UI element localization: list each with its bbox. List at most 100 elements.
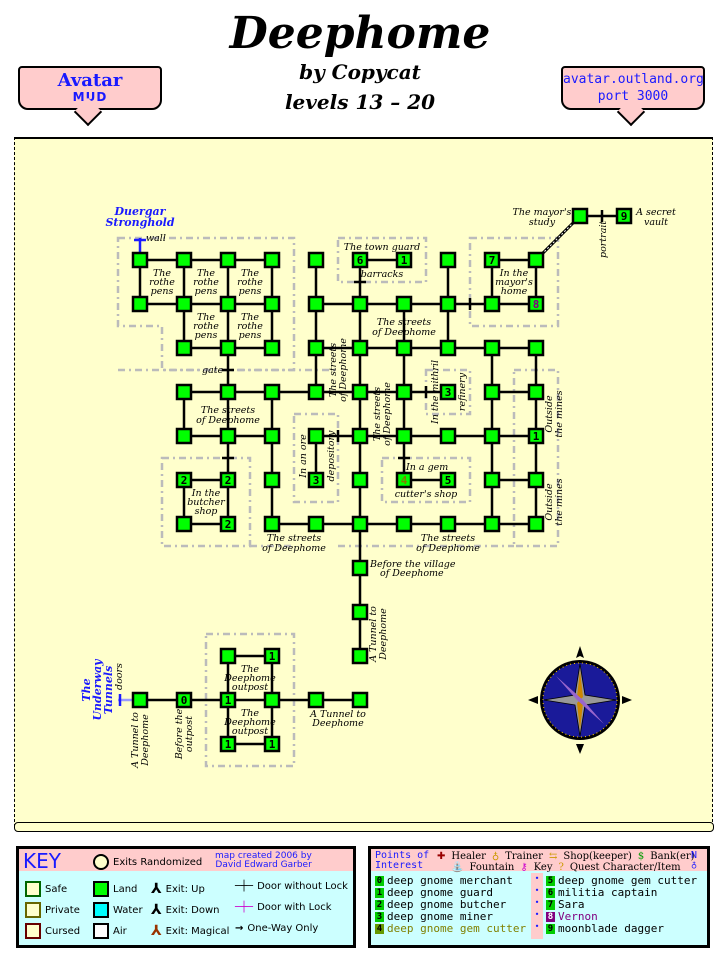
door-no-lock-label: Door without Lock	[257, 881, 348, 892]
town-guard-label: The town guard	[344, 242, 420, 253]
exit-down: ⅄Exit: Down	[151, 902, 219, 918]
gem-shop-label: In a gem	[405, 462, 448, 473]
door-with-lock: ─┼─Door with Lock	[235, 902, 332, 913]
poi-header	[371, 849, 707, 871]
svg-text:5: 5	[445, 474, 452, 487]
underway-label-3: Tunnels	[102, 666, 115, 715]
compass-rose-icon	[528, 646, 632, 754]
svg-text:rothe: rothe	[193, 321, 219, 332]
before-outpost-label: Before the	[174, 708, 185, 760]
svg-text:Deephome: Deephome	[223, 673, 276, 684]
gate-label: gate	[202, 365, 224, 376]
trainer-icon: ♁	[491, 851, 500, 862]
zone-private: Private	[25, 902, 80, 918]
zone-cursed-label: Cursed	[45, 925, 81, 937]
mines-label-3: Outside	[544, 483, 555, 521]
svg-text:pens: pens	[195, 286, 218, 297]
svg-text:pens: pens	[195, 330, 218, 341]
bank-icon: $	[637, 851, 645, 862]
poi-badge: 5	[546, 876, 555, 886]
exit-down-icon: ⅄	[151, 902, 162, 918]
svg-text:The streets: The streets	[377, 317, 431, 328]
depository-label: depository	[326, 430, 337, 481]
svg-text:3: 3	[445, 386, 452, 399]
poi-badge: 0	[375, 876, 384, 886]
secret-vault-label: A secret	[635, 207, 676, 218]
key-title: KEY	[23, 849, 61, 873]
svg-text:The: The	[241, 268, 259, 279]
land-swatch-icon	[93, 881, 109, 897]
svg-text:6: 6	[357, 254, 364, 267]
exits-randomized-item: Exits Randomized	[93, 854, 202, 870]
exits-randomized-label: Exits Randomized	[113, 856, 203, 868]
svg-text:rothe: rothe	[237, 321, 263, 332]
poi-legend-row1: ✚Healer ♁Trainer ⇆Shop(keeper) $Bank(er)	[437, 851, 695, 863]
door-with-lock-label: Door with Lock	[257, 902, 332, 913]
duergar-label-1: Duergar	[114, 205, 167, 218]
mayors-home-label-2: mayor's	[495, 277, 533, 288]
door-no-lock: ─┼─Door without Lock	[235, 881, 348, 892]
poi-text: deep gnome gem cutter	[558, 874, 698, 887]
poi-legend-row2: ⛲Fountain ⚷Key ?Quest Character/Item	[451, 862, 681, 874]
poi-badge: 6	[546, 888, 555, 898]
credit: map created 2006 by David Edward Garber	[215, 852, 312, 870]
quest-icon: ?	[558, 862, 564, 873]
gem-shop-label-2: cutter's shop	[395, 489, 458, 500]
svg-text:The streets: The streets	[201, 405, 255, 416]
credit-line1: map created 2006 by	[215, 851, 312, 861]
server-address-badge: avatar.outland.org port 3000	[561, 66, 705, 110]
svg-text:2: 2	[181, 474, 188, 487]
map-levels: levels 13 – 20	[284, 90, 436, 114]
poi-text: moonblade dagger	[558, 922, 664, 935]
badge-line2: MUD	[72, 90, 108, 104]
tunnel-label-6: Deephome	[140, 714, 151, 767]
mayors-study-label: The mayor's	[513, 207, 572, 218]
exit-magical-icon: ⅄	[151, 923, 162, 939]
exit-up-icon: ⅄	[151, 881, 162, 897]
ore-label: In an ore	[298, 434, 309, 479]
poi-title: Points of Interest	[375, 851, 429, 871]
svg-text:of Deephome: of Deephome	[372, 327, 436, 338]
server-host: avatar.outland.org	[563, 72, 704, 87]
points-of-interest: Points of Interest ✚Healer ♁Trainer ⇆Sho…	[368, 846, 710, 948]
terrain-water-label: Water	[113, 904, 143, 916]
poi-text: Vernon	[558, 910, 598, 923]
mayors-study-label-2: study	[529, 217, 556, 228]
svg-text:3: 3	[313, 474, 320, 487]
mithril-label: In the mithril	[430, 360, 441, 425]
poi-text: deep gnome gem cutter	[387, 922, 527, 935]
before-village-label-2: of Deephome	[380, 568, 444, 579]
svg-text:1: 1	[269, 650, 276, 663]
terrain-air: Air	[93, 923, 127, 939]
svg-text:outpost: outpost	[232, 682, 268, 693]
door-icon: ─┼─	[235, 881, 254, 892]
poi-title-1: Points of	[375, 850, 430, 861]
svg-text:4: 4	[401, 474, 408, 487]
air-swatch-icon	[93, 923, 109, 939]
svg-text:The streets: The streets	[372, 387, 383, 441]
svg-text:of Deephome: of Deephome	[196, 415, 260, 426]
legend-fountain: Fountain	[469, 862, 515, 873]
svg-text:of Deephome: of Deephome	[416, 543, 480, 554]
tunnel-label-5: A Tunnel to	[130, 712, 141, 769]
tunnel-label: A Tunnel to	[368, 606, 379, 663]
legend-quest: Quest Character/Item	[569, 862, 681, 873]
safe-swatch-icon	[25, 881, 41, 897]
svg-text:The streets: The streets	[267, 533, 321, 544]
credit-line2: David Edward Garber	[215, 860, 312, 870]
svg-text:2: 2	[225, 474, 232, 487]
butcher-label-2: butcher	[187, 497, 226, 508]
doors-label: doors	[114, 663, 125, 690]
poi-divider: •••••	[531, 873, 543, 939]
poi-badge: 4	[375, 924, 384, 934]
terrain-land-label: Land	[113, 883, 138, 895]
poi-text: militia captain	[558, 886, 658, 899]
zone-cursed: Cursed	[25, 923, 80, 939]
